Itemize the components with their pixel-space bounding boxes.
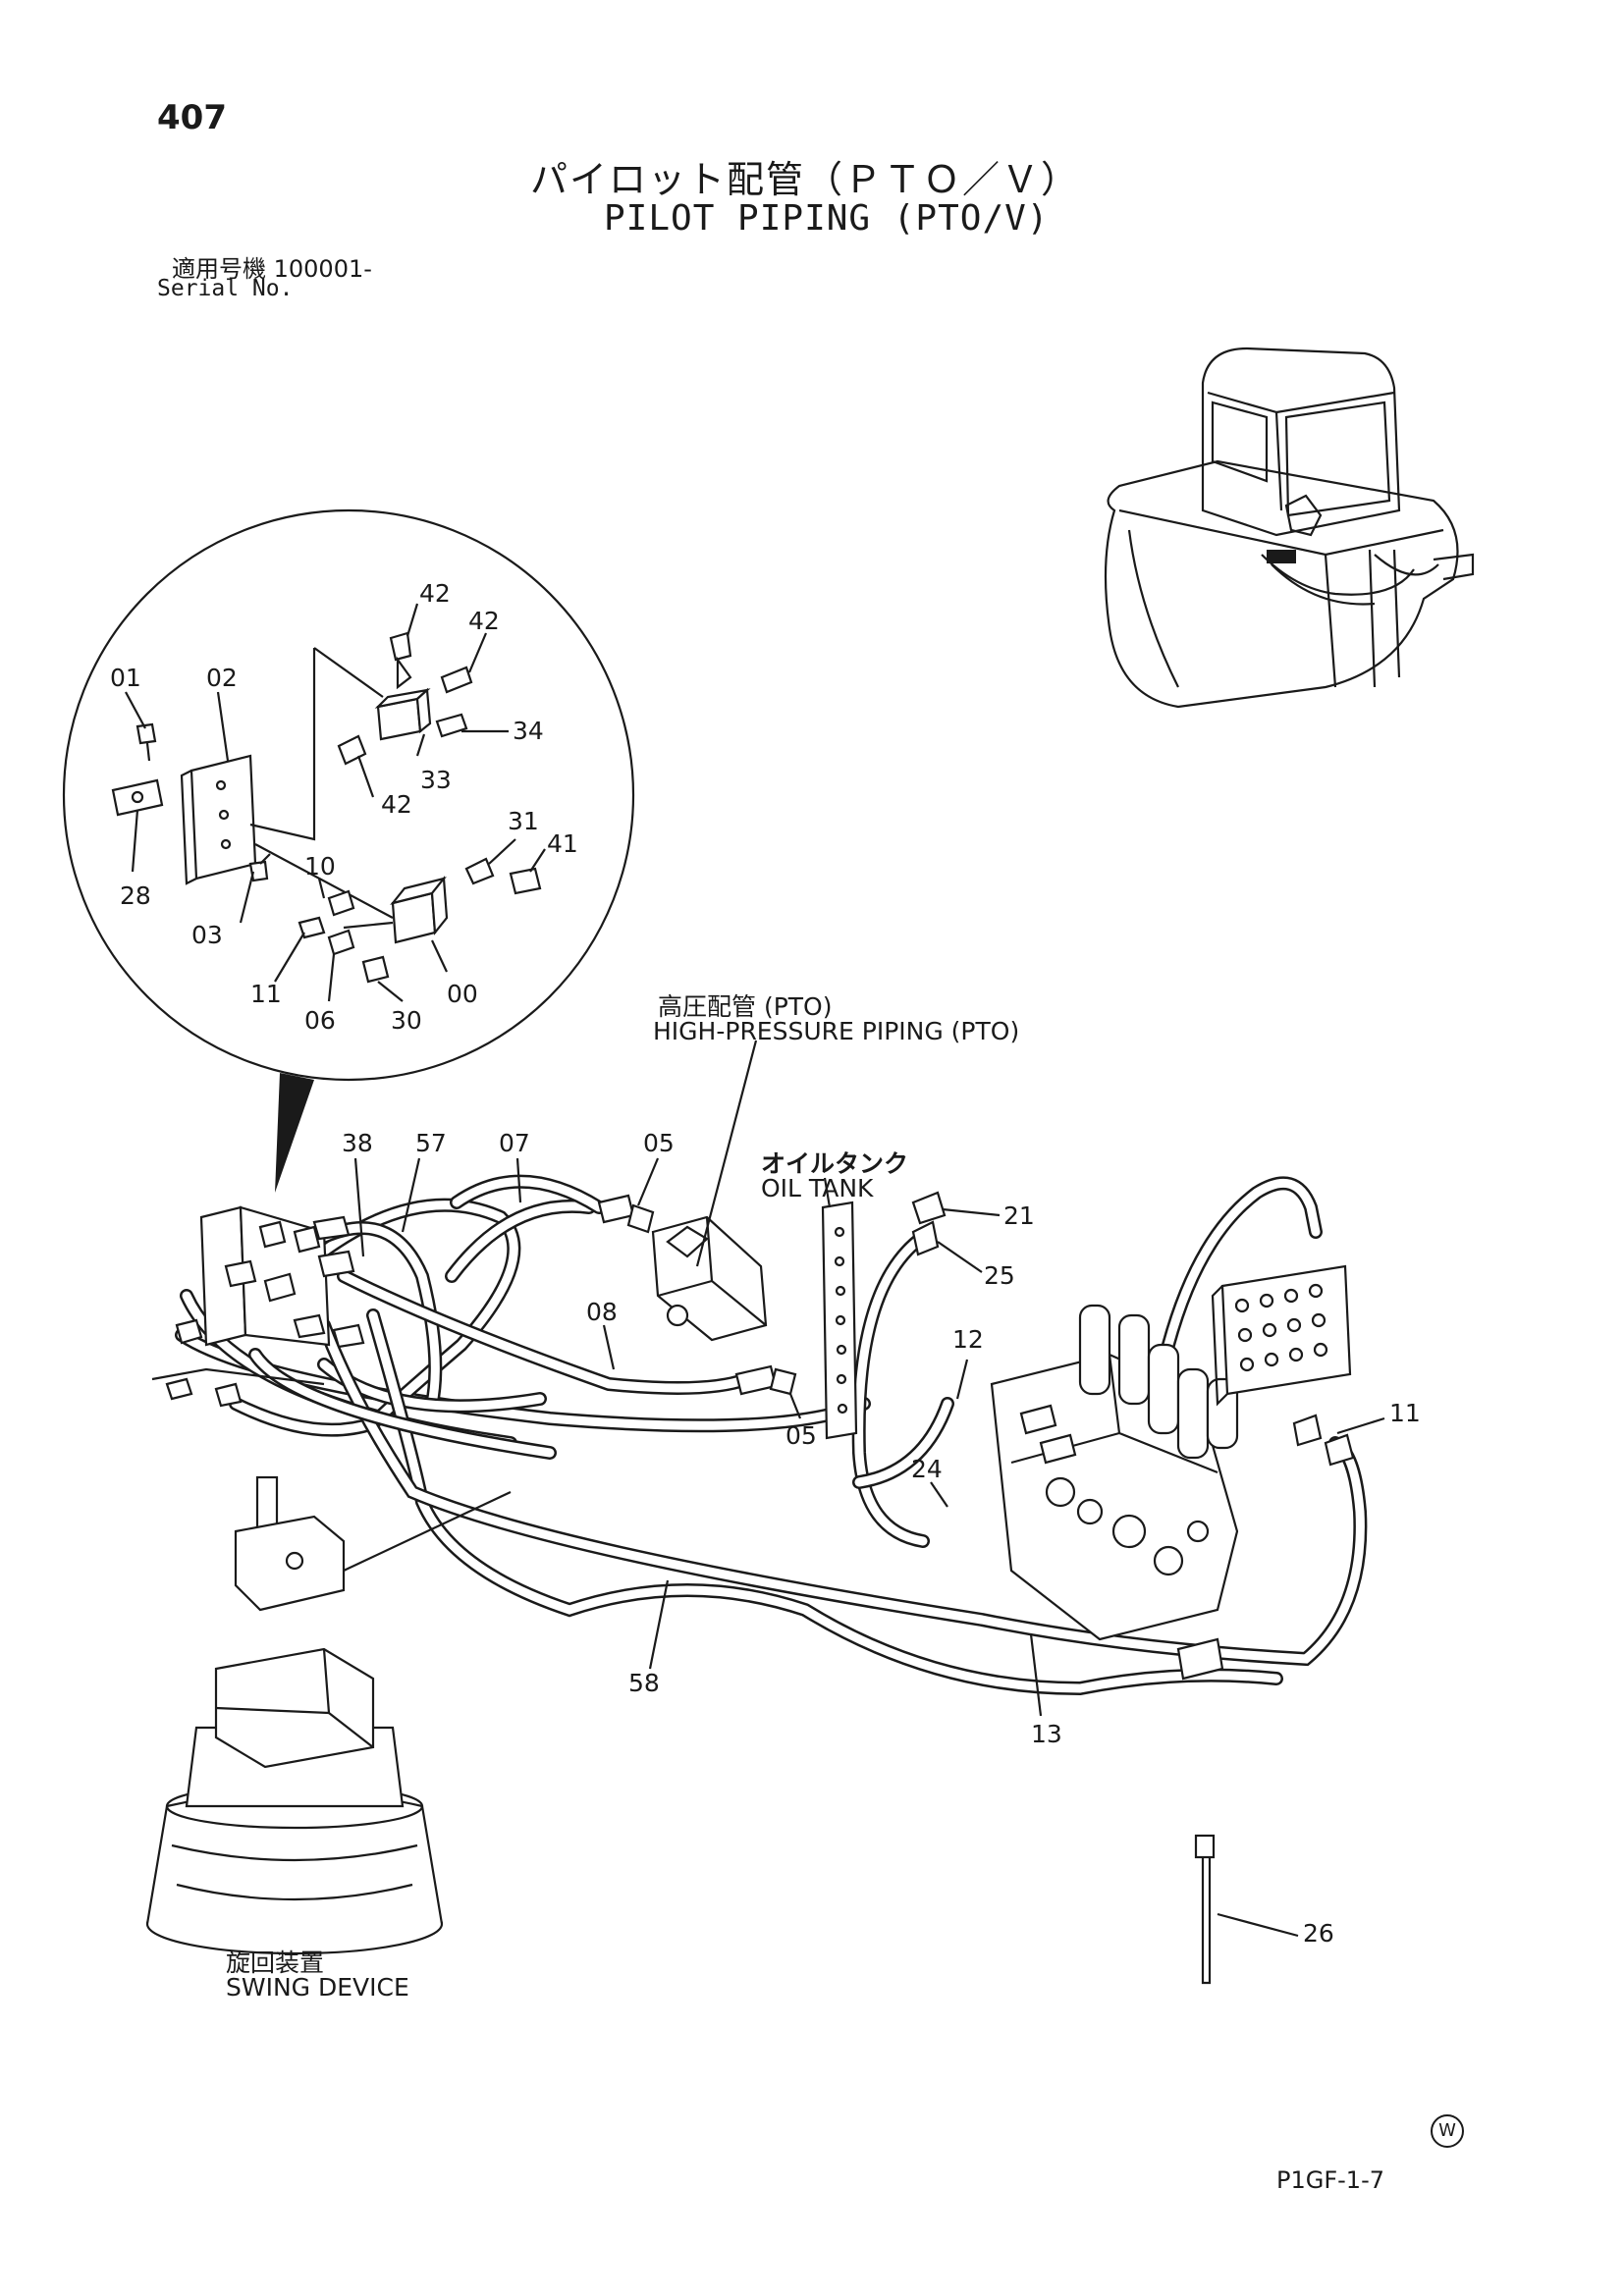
page-number: 407 bbox=[157, 98, 227, 137]
watermark-symbol: W bbox=[1431, 2114, 1464, 2148]
hoses bbox=[175, 1174, 1368, 1696]
callout-57: 57 bbox=[415, 1129, 447, 1157]
cable-tie-icon bbox=[1194, 1834, 1216, 1985]
callout-11-detail: 11 bbox=[250, 980, 282, 1008]
callout-31: 31 bbox=[508, 807, 539, 835]
callout-28: 28 bbox=[120, 881, 151, 910]
callout-03: 03 bbox=[191, 921, 223, 949]
control-valve bbox=[990, 1304, 1239, 1681]
callout-11-main: 11 bbox=[1389, 1399, 1421, 1427]
drawing-code: P1GF-1-7 bbox=[1276, 2166, 1385, 2194]
callout-33: 33 bbox=[420, 766, 452, 794]
callout-58: 58 bbox=[628, 1669, 660, 1697]
callout-10: 10 bbox=[304, 852, 336, 881]
high-pressure-piping-label-en: HIGH-PRESSURE PIPING (PTO) bbox=[653, 1017, 1020, 1045]
oil-tank-label-jp: オイルタンク bbox=[761, 1149, 909, 1178]
swing-device-label-jp: 旋回装置 bbox=[226, 1949, 325, 1977]
pto-valve bbox=[597, 1194, 797, 1396]
oil-tank-label-en: OIL TANK bbox=[761, 1174, 874, 1202]
oil-tank-strip bbox=[821, 1191, 947, 1440]
callout-25: 25 bbox=[984, 1261, 1015, 1290]
page-title-japanese: パイロット配管（ＰＴＯ／Ｖ） bbox=[530, 158, 1081, 201]
page-title-english: PILOT PIPING (PTO/V) bbox=[604, 198, 1050, 239]
callout-38: 38 bbox=[342, 1129, 373, 1157]
callout-02: 02 bbox=[206, 664, 238, 692]
callout-08: 08 bbox=[586, 1298, 618, 1326]
detail-parts bbox=[111, 631, 542, 984]
excavator-thumbnail-icon bbox=[1104, 347, 1475, 709]
callout-26: 26 bbox=[1303, 1919, 1334, 1948]
callout-07: 07 bbox=[499, 1129, 530, 1157]
callout-34: 34 bbox=[513, 717, 544, 745]
callout-21: 21 bbox=[1003, 1201, 1035, 1230]
swing-device bbox=[145, 1475, 512, 1955]
callout-05-top: 05 bbox=[643, 1129, 675, 1157]
callout-00: 00 bbox=[447, 980, 478, 1008]
callout-24: 24 bbox=[911, 1455, 943, 1483]
callout-13: 13 bbox=[1031, 1720, 1062, 1748]
pilot-manifold bbox=[151, 1205, 365, 1408]
callout-42-top: 42 bbox=[419, 579, 451, 608]
callout-42-bottom: 42 bbox=[381, 790, 412, 819]
callout-42-right: 42 bbox=[468, 607, 500, 635]
high-pressure-piping-label-jp: 高圧配管 (PTO) bbox=[658, 992, 833, 1021]
callout-12: 12 bbox=[952, 1325, 984, 1354]
serial-label-japanese: 適用号機 100001- bbox=[172, 255, 372, 283]
callout-30: 30 bbox=[391, 1006, 422, 1035]
swing-device-label-en: SWING DEVICE bbox=[226, 1973, 409, 2002]
callout-05-bottom: 05 bbox=[785, 1421, 817, 1450]
callout-06: 06 bbox=[304, 1006, 336, 1035]
serial-label-english: Serial No. bbox=[157, 276, 294, 301]
pilot-block bbox=[1211, 1264, 1355, 1467]
callout-41: 41 bbox=[547, 829, 578, 858]
callout-01: 01 bbox=[110, 664, 141, 692]
leader-lines bbox=[125, 603, 1385, 1938]
detail-magnifier bbox=[62, 508, 635, 1193]
